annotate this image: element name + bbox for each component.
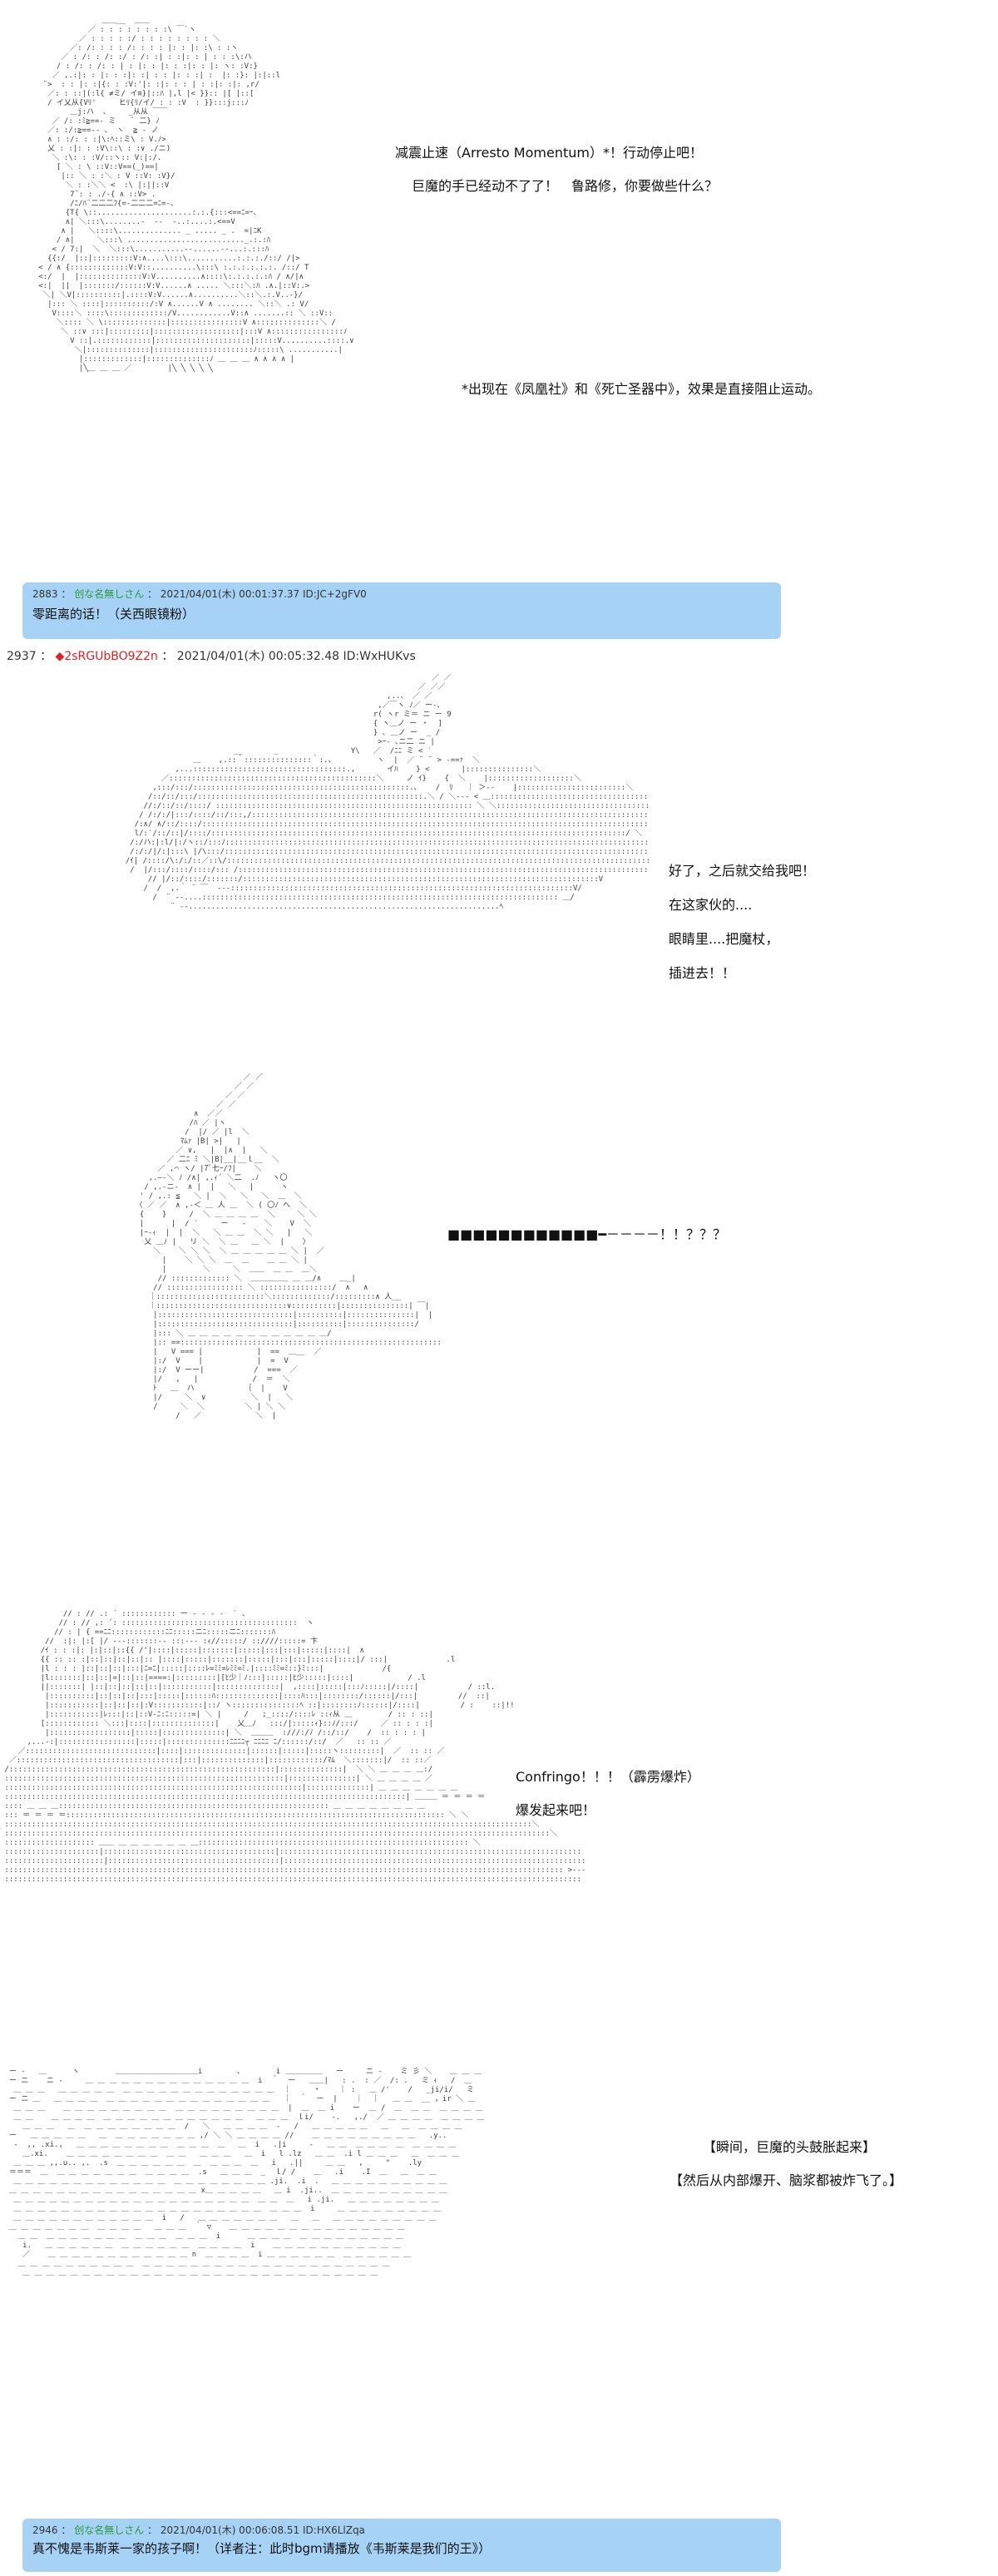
reply-box-2946: 2946 ： 创な名無しさん ： 2021/04/01(木) 00:06:08.… bbox=[22, 2519, 781, 2572]
reply-meta: 2883 ： 创な名無しさん ： 2021/04/01(木) 00:01:37.… bbox=[32, 588, 367, 600]
post-id: ID:WxHUKvs bbox=[343, 650, 416, 663]
post-header: 2937 ： ◆2sRGUbBO9Z2n ： 2021/04/01(木) 00:… bbox=[7, 650, 416, 663]
panel3-line1: ■■■■■■■■■■■■━－－－－！！？？？ bbox=[447, 1226, 727, 1242]
reply-id: ID:HX6LlZqa bbox=[303, 2524, 365, 2536]
reply-datetime: 2021/04/01(木) 00:06:08.51 bbox=[160, 2524, 300, 2536]
panel4-line1: Confringo！！！（霹雳爆炸） bbox=[516, 1769, 700, 1785]
reply-author: 创な名無しさん bbox=[74, 588, 145, 600]
ascii-art-explosion: ー - ＿ ｀ヽ ＿＿＿＿＿＿＿＿＿＿＿i ｀ 、 i ＿＿＿＿＿ ー ニ - … bbox=[8, 2068, 485, 2277]
panel1-line1: 减震止速（Arresto Momentum）*！行动停止吧！ bbox=[395, 145, 703, 161]
panel1-line2: 巨魔的手已经动不了了！ 鲁路修，你要做些什么？ bbox=[412, 178, 719, 194]
reply-box-2883: 2883 ： 创な名無しさん ： 2021/04/01(木) 00:01:37.… bbox=[22, 582, 781, 639]
panel5-line2: 【然后从内部爆开、脑浆都被炸飞了。】 bbox=[669, 2172, 903, 2188]
reply-number: 2883 bbox=[32, 588, 58, 600]
reply-author: 创な名無しさん bbox=[74, 2524, 145, 2536]
reply-text: 真不愧是韦斯莱一家的孩子啊！（详者注：此时bgm请播放《韦斯莱是我们的王》） bbox=[32, 2541, 492, 2556]
post-datetime: 2021/04/01(木) 00:05:32.48 bbox=[176, 650, 340, 663]
ascii-art-spell-cast: // : // .: ´ :::::::::::: ー ‐ ‐ ‐ ‐ ` 、 … bbox=[4, 1610, 586, 1884]
ascii-art-troll-stabbed: ／ ／ ／ ／ ／ ／ ／ ／ ∧ ／／ /ﾊ ／ |ヽ / |/ ／ |l ＼… bbox=[135, 1073, 442, 1420]
reply-id: ID:JC+2gFV0 bbox=[303, 588, 367, 600]
reply-datetime: 2021/04/01(木) 00:01:37.37 bbox=[160, 588, 300, 600]
ascii-art-wand-stab: ／ ／ ／ ／／ ,..、 ／ ／ bbox=[125, 674, 649, 911]
panel4-line2: 爆发起来吧！ bbox=[516, 1802, 596, 1818]
reply-meta: 2946 ： 创な名無しさん ： 2021/04/01(木) 00:06:08.… bbox=[32, 2524, 365, 2536]
panel5-line1: 【瞬间，巨魔的头鼓胀起来】 bbox=[703, 2139, 877, 2155]
post-trip: ◆2sRGUbBO9Z2n bbox=[55, 650, 158, 663]
panel2-line2: 在这家伙的.... bbox=[669, 897, 753, 913]
post-number: 2937 bbox=[7, 650, 37, 663]
reply-text: 零距离的话！（关西眼镜粉） bbox=[32, 607, 195, 622]
panel1-note: *出现在《凤凰社》和《死亡圣器中》，效果是直接阻止运动。 bbox=[462, 381, 822, 397]
ascii-art-troll-frozen: ＿＿__ ＿＿ ／ : : : : : : : :\ ￣`ヽ ／ : : : :… bbox=[38, 17, 354, 373]
panel2-line4: 插进去！！ bbox=[669, 965, 736, 981]
reply-number: 2946 bbox=[32, 2524, 58, 2536]
panel2-line3: 眼睛里....把魔杖， bbox=[669, 931, 779, 947]
panel2-line1: 好了，之后就交给我吧！ bbox=[669, 863, 816, 879]
